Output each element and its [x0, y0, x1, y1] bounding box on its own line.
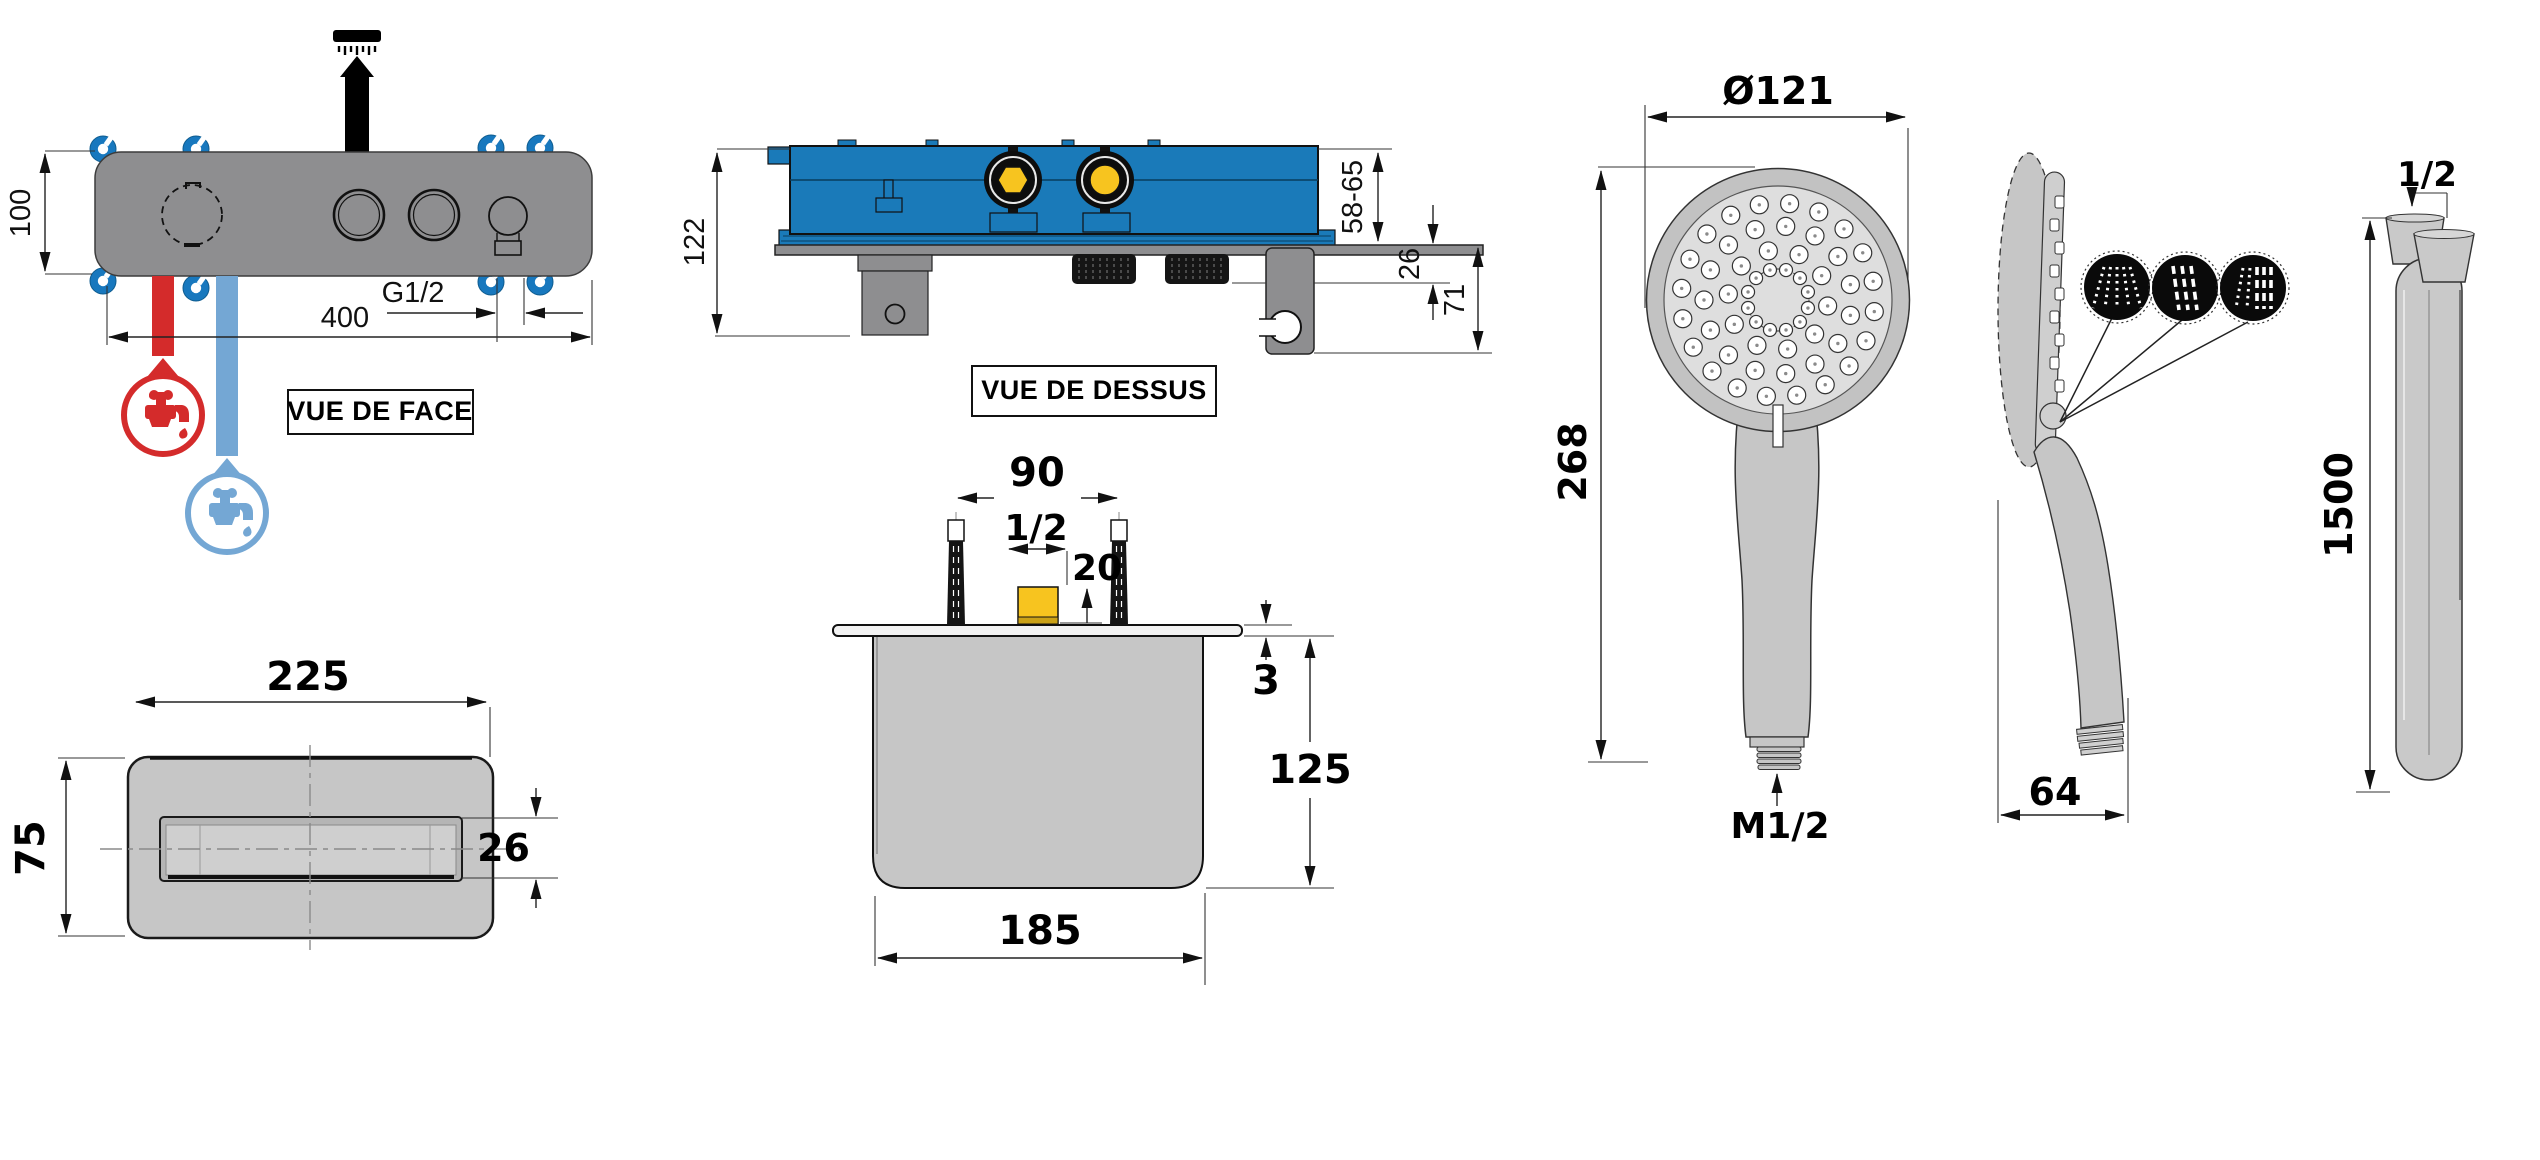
hose-body	[2385, 213, 2475, 781]
dim-top-mount-range: 58-65	[1318, 148, 1392, 242]
dim-front-width: 400	[106, 280, 593, 345]
handshower-thread	[1749, 736, 1805, 770]
handshower-head	[1645, 167, 1911, 448]
dim-hose-thread: 1/2	[2397, 155, 2457, 218]
side-nozzle-bumps	[2049, 195, 2065, 393]
fixing-screw	[946, 519, 966, 626]
wall-bracket	[857, 254, 933, 336]
dim-text-64: 64	[2029, 770, 2082, 814]
spray-pattern-icons	[2080, 250, 2290, 325]
dim-recess-block: 20	[1060, 548, 1122, 624]
dim-text-58-65: 58-65	[1337, 160, 1369, 234]
dim-handshower-length: 268	[1551, 166, 1755, 763]
dim-text-90: 90	[1009, 450, 1065, 496]
dim-text-20: 20	[1072, 548, 1122, 589]
dim-text-125: 125	[1268, 747, 1352, 793]
dim-text-400: 400	[321, 302, 369, 334]
diverter-nub	[2039, 402, 2067, 430]
view-label-top: VUE DE DESSUS	[971, 365, 1217, 417]
mixer-panel	[94, 151, 593, 277]
thread-profile	[2076, 724, 2125, 756]
handshower-handle	[1734, 394, 1820, 738]
dim-text-hose-half: 1/2	[2397, 155, 2457, 195]
dim-handshower-thread: M1/2	[1730, 773, 1830, 847]
front-view-label: VUE DE FACE	[287, 396, 473, 426]
dim-text-d121: Ø121	[1722, 69, 1834, 113]
dim-recess-plate: 3	[1244, 600, 1334, 704]
dim-text-26-top: 26	[1394, 248, 1426, 280]
dim-text-m12: M1/2	[1730, 806, 1829, 847]
knurl-texture	[1078, 258, 1222, 280]
outlet-port	[488, 196, 528, 256]
dim-recess-screws: 90	[957, 450, 1118, 504]
concealed-body	[767, 139, 1336, 247]
cold-supply-line	[211, 276, 243, 477]
dim-text-268: 268	[1551, 422, 1595, 501]
dim-text-75: 75	[8, 820, 54, 876]
knurled-knob	[1165, 254, 1229, 284]
dim-recess-depth: 125	[1206, 638, 1352, 889]
nozzle-pattern	[1672, 194, 1884, 406]
dim-spout-slot: 26	[462, 788, 558, 908]
view-label-front: VUE DE FACE	[287, 389, 474, 435]
finish-plate	[774, 244, 1484, 256]
inlet-block	[1017, 586, 1059, 625]
dim-text-100: 100	[5, 189, 37, 237]
hot-port	[984, 147, 1042, 213]
control-knob	[332, 188, 386, 242]
hot-supply-line	[147, 276, 179, 377]
spray-leader-lines	[2059, 317, 2249, 423]
knurled-knob	[1072, 254, 1136, 284]
dim-text-3: 3	[1252, 658, 1280, 704]
flange-plate	[832, 624, 1243, 637]
dim-text-1500: 1500	[2317, 452, 2361, 558]
view-handshower-front: Ø121 268 M1/2	[1551, 69, 1911, 847]
control-knob	[407, 188, 461, 242]
dim-text-122: 122	[679, 218, 711, 266]
dim-text-225: 225	[266, 654, 350, 700]
view-hose: 1/2 1500	[2317, 155, 2475, 793]
dim-top-holder: 71	[1314, 247, 1492, 354]
dim-top-plate: 26	[1232, 205, 1450, 320]
view-top: 122 58-65 26 71 VUE DE DESSUS	[679, 139, 1492, 417]
view-handshower-side: 64	[1997, 152, 2290, 823]
dim-top-depth: 122	[679, 148, 850, 337]
view-recess: 90 1/2 20 3 125 185	[832, 450, 1352, 985]
dim-text-g12: G1/2	[382, 277, 445, 309]
dim-text-half: 1/2	[1004, 508, 1067, 549]
dim-recess-width: 185	[874, 893, 1206, 985]
dim-hose-length: 1500	[2317, 217, 2392, 793]
dim-text-71: 71	[1439, 284, 1471, 316]
view-front: 100 400 G1/2 VUE DE FACE	[5, 30, 593, 555]
head-slit	[1772, 404, 1784, 448]
dim-text-185: 185	[998, 908, 1082, 954]
view-spout: 225 75 26	[8, 654, 558, 950]
mounting-clip-icon	[182, 273, 210, 302]
cold-port	[1076, 147, 1134, 213]
cold-water-icon	[185, 471, 269, 555]
dim-front-height: 100	[5, 150, 95, 275]
recess-body	[872, 635, 1204, 889]
top-view-label: VUE DE DESSUS	[981, 375, 1207, 405]
dim-text-26-spout: 26	[477, 826, 530, 870]
dim-spout-height: 75	[8, 757, 125, 937]
handle-profile	[2033, 436, 2125, 729]
handshower-holder	[1259, 247, 1315, 355]
dim-recess-thread: 1/2	[1004, 508, 1068, 585]
temperature-knob-outline	[161, 182, 223, 247]
hot-water-icon	[121, 373, 205, 457]
dim-front-thread: G1/2	[382, 277, 583, 342]
dim-spout-width: 225	[135, 654, 491, 757]
centerlines	[100, 745, 527, 950]
overhead-shower-icon	[333, 30, 381, 154]
dim-handshower-depth: 64	[1997, 500, 2129, 823]
